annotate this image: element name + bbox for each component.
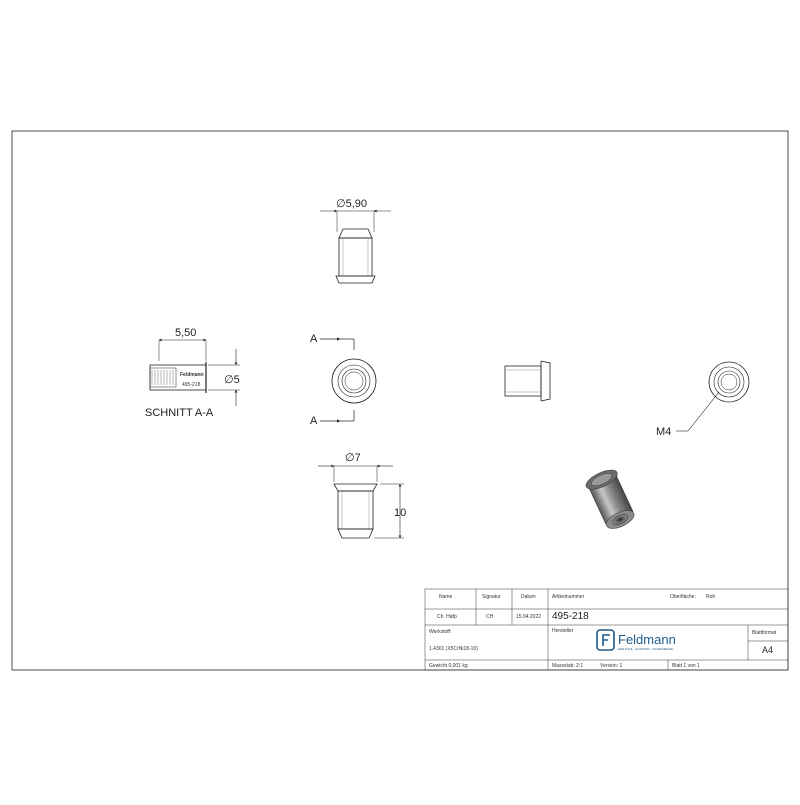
drawing-frame bbox=[11, 130, 789, 671]
feldmann-logo: Feldmann EDELSTAHL · ALUMINIUM · SCHMIED… bbox=[596, 629, 676, 651]
dim-section-length: 5,50 bbox=[175, 327, 196, 339]
dim-thread: M4 bbox=[656, 426, 671, 438]
logo-tagline: EDELSTAHL · ALUMINIUM · SCHMIEDEEISEN bbox=[618, 647, 673, 651]
header-signature: Signatur bbox=[482, 594, 501, 600]
article-value: 495-218 bbox=[552, 611, 589, 622]
side-view bbox=[504, 360, 551, 402]
material-label: Werkstoff: bbox=[429, 629, 451, 635]
weight: Gewicht 0,001 kg bbox=[429, 663, 468, 669]
dim-height: 10 bbox=[394, 507, 406, 519]
logo-name: Feldmann bbox=[618, 632, 676, 647]
dim-section-diameter: ∅5 bbox=[224, 374, 240, 386]
top-view: ∅5,90 bbox=[320, 198, 391, 284]
surface-value: Roh bbox=[706, 594, 715, 600]
title-block bbox=[424, 588, 789, 671]
bottom-view: ∅7 10 bbox=[318, 452, 406, 539]
dim-top-diameter: ∅5,90 bbox=[336, 198, 367, 210]
section-marker-top: A bbox=[310, 333, 318, 345]
section-marker-bottom: A bbox=[310, 415, 318, 427]
isometric-render bbox=[585, 469, 635, 529]
section-title: SCHNITT A-A bbox=[145, 407, 214, 419]
sheet-format-label: Blattformat bbox=[752, 630, 777, 636]
header-surface: Oberfläche: bbox=[670, 594, 696, 600]
end-view: M4 bbox=[656, 361, 750, 438]
front-view: A A bbox=[310, 333, 377, 427]
manufacturer-label: Hersteller bbox=[552, 628, 574, 634]
title-block-text: Name Signatur Datum Artikelnummer Oberfl… bbox=[429, 594, 777, 669]
row1-signature: CH bbox=[486, 614, 494, 620]
section-view: 5,50 Feldmann 495-218 ∅5 SCHNITT A-A bbox=[145, 327, 240, 419]
scale: Massstab: 2:1 bbox=[552, 663, 583, 669]
sheet-format-value: A4 bbox=[762, 645, 773, 655]
logo-mark-icon bbox=[596, 629, 615, 651]
section-label-brand: Feldmann bbox=[180, 372, 204, 378]
header-article-number: Artikelnummer bbox=[552, 594, 585, 600]
header-date: Datum bbox=[521, 594, 536, 600]
row1-name: Ch. Häfp bbox=[437, 614, 457, 620]
row1-date: 15.04.2022 bbox=[516, 614, 541, 620]
sheet-number: Blatt 1 von 1 bbox=[672, 663, 700, 669]
dim-bottom-diameter: ∅7 bbox=[345, 452, 361, 464]
header-name: Name bbox=[439, 594, 453, 600]
material-value: 1.4301 (X5CrNi18-10) bbox=[429, 646, 478, 652]
version: Version: 1 bbox=[600, 663, 622, 669]
section-label-code: 495-218 bbox=[182, 382, 201, 388]
